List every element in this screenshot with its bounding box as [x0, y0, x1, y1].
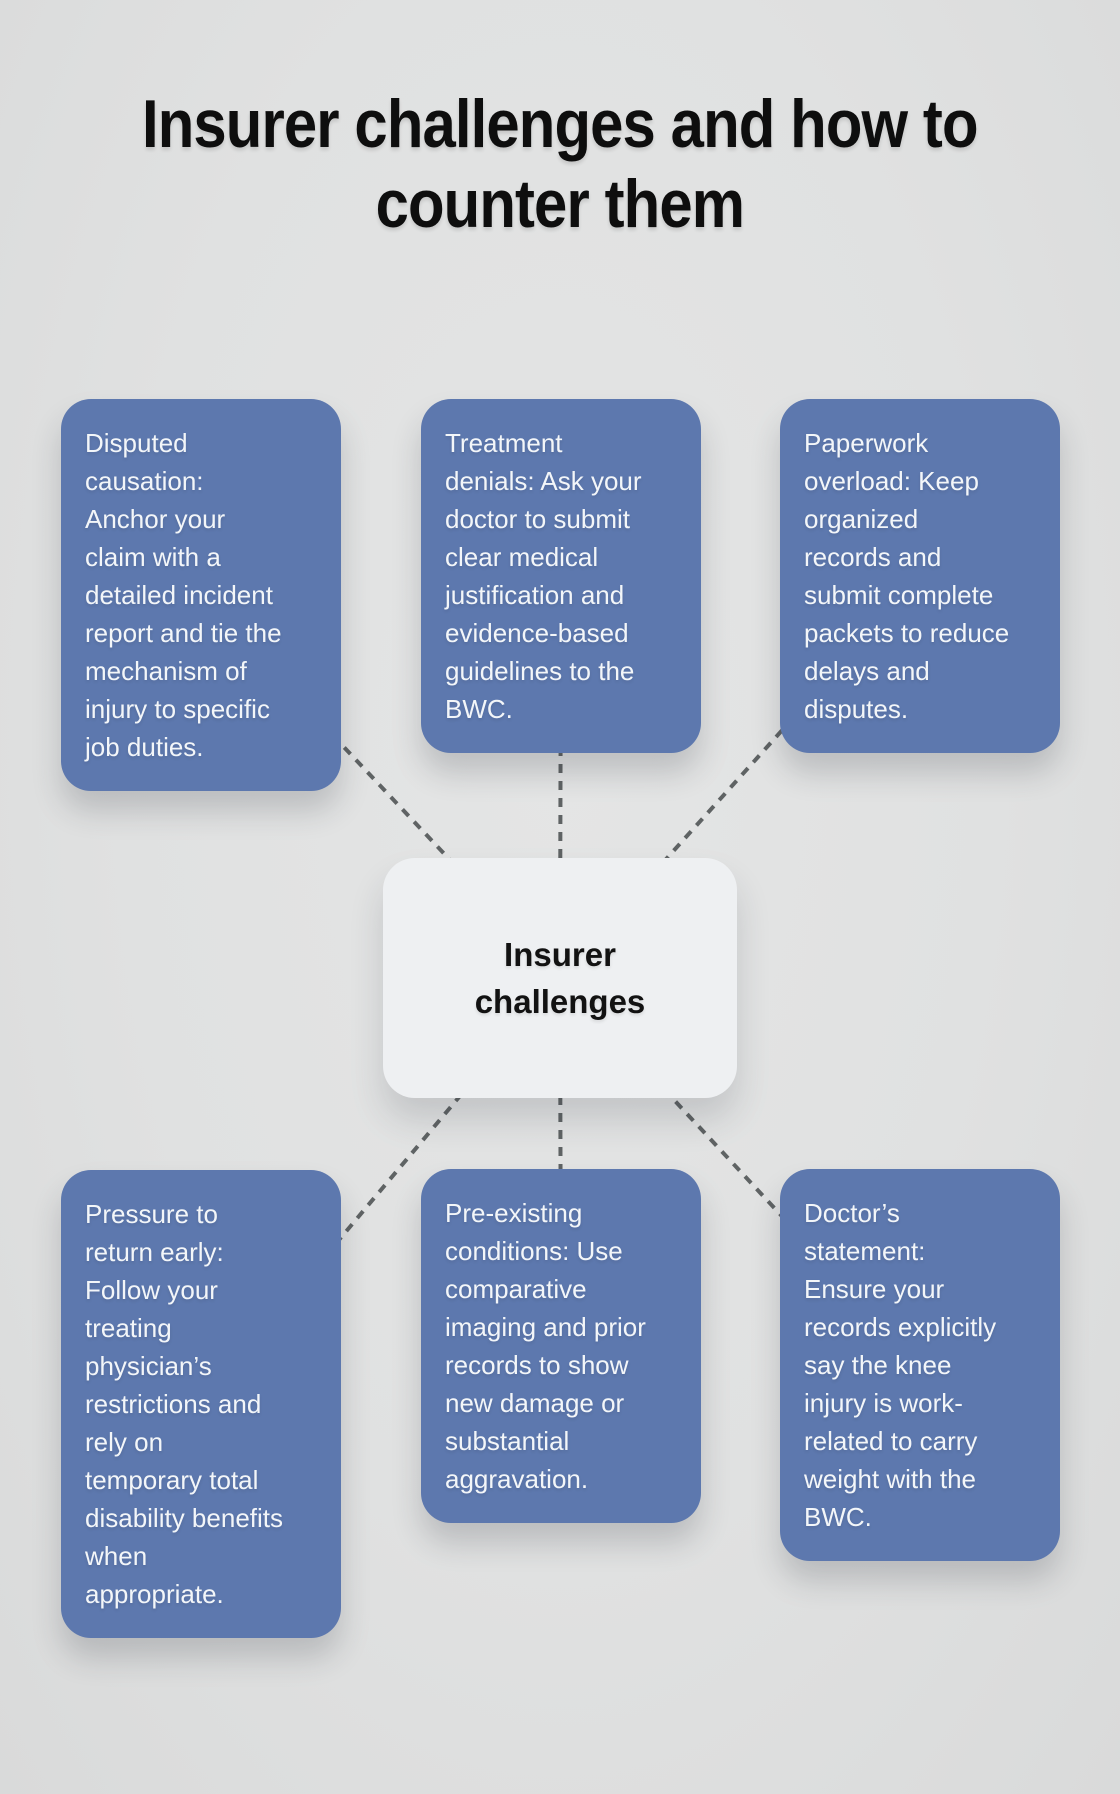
hub-label: Insurer challenges	[474, 936, 646, 1020]
page-title-text: Insurer challenges and how to counter th…	[142, 86, 979, 242]
page-title: Insurer challenges and how to counter th…	[0, 84, 1120, 244]
node-paperwork-overload-label: Paperwork overload: Keep organized recor…	[804, 428, 1010, 724]
node-treatment-denials-label: Treatment denials: Ask your doctor to su…	[445, 428, 642, 724]
node-pressure-to-return-early: Pressure to return early: Follow your tr…	[61, 1170, 341, 1638]
node-paperwork-overload: Paperwork overload: Keep organized recor…	[780, 399, 1060, 753]
node-pressure-to-return-early-label: Pressure to return early: Follow your tr…	[85, 1199, 283, 1609]
node-doctors-statement-label: Doctor’s statement: Ensure your records …	[804, 1198, 997, 1532]
node-disputed-causation-label: Disputed causation: Anchor your claim wi…	[85, 428, 282, 762]
hub-node: Insurer challenges	[383, 858, 737, 1098]
node-pre-existing-conditions-label: Pre-existing conditions: Use comparative…	[445, 1198, 646, 1494]
node-disputed-causation: Disputed causation: Anchor your claim wi…	[61, 399, 341, 791]
node-pre-existing-conditions: Pre-existing conditions: Use comparative…	[421, 1169, 701, 1523]
node-treatment-denials: Treatment denials: Ask your doctor to su…	[421, 399, 701, 753]
node-doctors-statement: Doctor’s statement: Ensure your records …	[780, 1169, 1060, 1561]
